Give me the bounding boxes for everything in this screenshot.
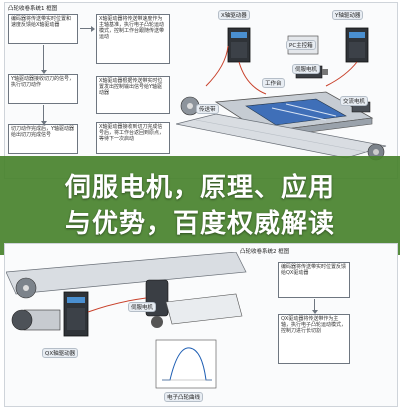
- y-driver-unit: [345, 27, 369, 63]
- arrow-right-icon: [80, 26, 95, 32]
- bottom-conveyor-belt: [6, 252, 247, 299]
- ac-motor-label: 交流电机: [340, 96, 369, 106]
- top-machine-illustration: [176, 27, 387, 161]
- workbench-label: 工作台: [262, 78, 285, 88]
- top-right-step-3: X轴驱动器接收到切刀完成信号后，将工作台返回到原点，等待下一次启动: [96, 122, 170, 154]
- top-left-step-3: 切刀动作完成后，Y轴驱动器给出切刀完成信号: [8, 124, 78, 154]
- y-driver-label: Y轴驱动器: [332, 10, 364, 20]
- bottom-feed-roll: [11, 309, 61, 331]
- headline-line-1: 伺服电机，原理、应用: [64, 172, 335, 203]
- bottom-section-title: 凸轮收卷系统2 框图: [240, 249, 290, 255]
- cut-sheet: [165, 293, 243, 325]
- servo-motor-label: 伺服电机: [292, 64, 321, 74]
- x-driver-unit: [227, 27, 251, 63]
- bottom-servo-motor-label: 伺服电机: [128, 302, 157, 312]
- qx-driver-label: QX轴驱动器: [42, 348, 79, 358]
- bottom-step-2: QX驱动器将传送带作为主轴，执行电子凸轮运动模式，控制刀进行长切割: [278, 314, 350, 364]
- qx-driver-unit: [63, 291, 89, 337]
- arrow-down-icon: [312, 299, 318, 314]
- pc-box-label: PC主控箱: [286, 40, 316, 50]
- top-left-step-1: 编码器将传送带实时位置和速度反馈给X轴驱动器: [8, 14, 78, 44]
- arrow-down-icon: [41, 105, 47, 125]
- top-right-step-1: X轴驱动器将传送带速度作为主轴基准，执行电子凸轮运动模式，控制工作台跟随传送带运…: [96, 14, 170, 64]
- feed-label: 传送带: [196, 104, 219, 114]
- headline-banner: 伺服电机，原理、应用 与优势，百度权威解读: [0, 156, 400, 255]
- x-driver-label: X轴驱动器: [218, 10, 250, 20]
- top-left-step-2: Y轴驱动器接收切刀的信号，执行切刀动作: [8, 74, 78, 104]
- bottom-machine-illustration: [6, 252, 247, 389]
- cam-curve-label: 电子凸轮曲线: [164, 392, 204, 402]
- top-section-title: 凸轮收卷系统1 框图: [8, 6, 58, 12]
- cam-curve-chart: [155, 339, 217, 389]
- top-right-step-2: X轴驱动器根据传送带实时位置发出控制输出信号给Y轴驱动器: [96, 76, 170, 114]
- arrow-down-icon: [41, 45, 47, 74]
- headline-line-2: 与优势，百度权威解读: [64, 208, 335, 239]
- feed-roller: [180, 96, 200, 116]
- bottom-step-1: 编码器将传送带实时位置反馈给QX驱动器: [278, 262, 350, 298]
